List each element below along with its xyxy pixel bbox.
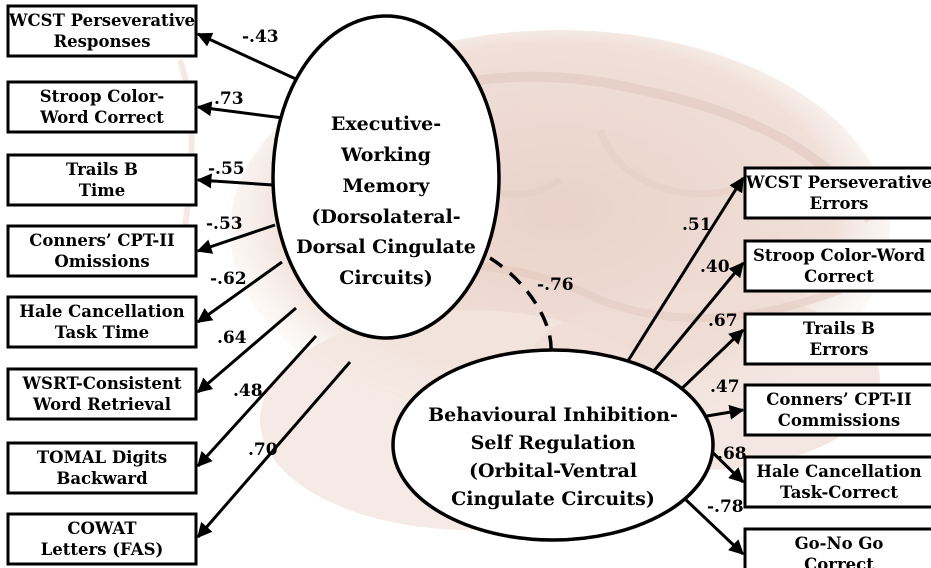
left-indicator-8: COWAT Letters (FAS) (8, 514, 196, 564)
left-indicator-4: Conners’ CPT-II Omissions (8, 226, 196, 276)
left-indicator-label: Task Time (55, 323, 149, 342)
right-indicator-6: Go-No Go Correct (745, 529, 931, 568)
executive-factor: Executive- Working Memory (Dorsolateral-… (273, 16, 499, 338)
left-indicator-label: Conners’ CPT-II (29, 231, 174, 250)
right-indicator-label: Conners’ CPT-II (766, 390, 911, 409)
left-indicator-label: Backward (56, 469, 148, 488)
left-indicator-label: Responses (53, 32, 150, 51)
left-indicator-label: WCST Perseverative (8, 11, 195, 30)
right-loading-value: .51 (682, 215, 712, 235)
executive-factor-line-4: (Dorsolateral- (311, 206, 460, 228)
right-indicator-label: Correct (804, 555, 874, 568)
factor-correlation-sign: - (537, 275, 544, 295)
right-loading-value: .47 (710, 377, 740, 397)
factor-correlation-magnitude: .76 (544, 275, 574, 295)
right-indicator-label: Hale Cancellation (756, 462, 921, 481)
right-indicator-3: Trails B Errors (745, 314, 931, 364)
inhibition-factor-line-4: Cingulate Circuits) (451, 488, 655, 510)
right-loading-value: .40 (700, 257, 730, 277)
executive-factor-line-5: Dorsal Cingulate (296, 236, 476, 258)
left-indicator-label: Trails B (66, 160, 138, 179)
right-indicator-label: Task-Correct (780, 483, 898, 502)
left-indicator-label: Hale Cancellation (19, 302, 184, 321)
left-indicator-label: Stroop Color- (40, 87, 164, 106)
left-loading-value: .70 (248, 440, 278, 460)
inhibition-factor-line-2: Self Regulation (471, 432, 636, 454)
right-loading-value: -.78 (707, 497, 744, 517)
right-indicator-label: Stroop Color-Word (753, 246, 925, 265)
left-indicator-3: Trails B Time (8, 155, 196, 205)
left-loading-value: .64 (217, 328, 247, 348)
right-indicator-4: Conners’ CPT-II Commissions (745, 385, 931, 435)
left-indicator-label: COWAT (67, 519, 137, 538)
left-indicator-label: WSRT-Consistent (22, 374, 182, 393)
right-indicator-label: Go-No Go (795, 534, 884, 553)
left-loading-value: -.43 (242, 27, 279, 47)
right-indicator-label: Errors (810, 194, 869, 213)
left-loading-value: .73 (214, 89, 244, 109)
left-loading-value: -.55 (208, 159, 245, 179)
inhibition-factor-line-3: (Orbital-Ventral (469, 460, 637, 482)
inhibition-factor-line-1: Behavioural Inhibition- (428, 404, 678, 426)
right-indicator-label: Errors (810, 340, 869, 359)
left-indicator-label: Word Correct (39, 108, 164, 127)
left-loading-value: -.62 (210, 269, 247, 289)
executive-factor-line-6: Circuits) (339, 267, 432, 289)
right-indicator-label: Commissions (778, 411, 900, 430)
left-indicator-label: Word Retrieval (32, 395, 171, 414)
executive-factor-line-3: Memory (343, 175, 431, 197)
right-indicator-label: WCST Perseverative (745, 173, 931, 192)
left-loading-value: .48 (233, 381, 263, 401)
executive-factor-line-2: Working (340, 144, 431, 166)
executive-factor-line-1: Executive- (331, 113, 441, 135)
right-indicator-label: Trails B (803, 319, 875, 338)
left-indicator-2: Stroop Color- Word Correct (8, 82, 196, 132)
inhibition-factor: Behavioural Inhibition- Self Regulation … (393, 350, 713, 540)
right-indicator-label: Correct (804, 267, 874, 286)
left-indicator-label: Time (79, 181, 126, 200)
factor-correlation-value: -.76 (537, 275, 574, 295)
left-indicator-label: TOMAL Digits (37, 448, 167, 467)
left-indicator-label: Omissions (54, 252, 149, 271)
left-indicator-label: Letters (FAS) (41, 540, 164, 559)
right-loading-value: .67 (708, 311, 738, 331)
right-loading-value: -.68 (710, 444, 747, 464)
left-loading-value: -.53 (206, 214, 243, 234)
